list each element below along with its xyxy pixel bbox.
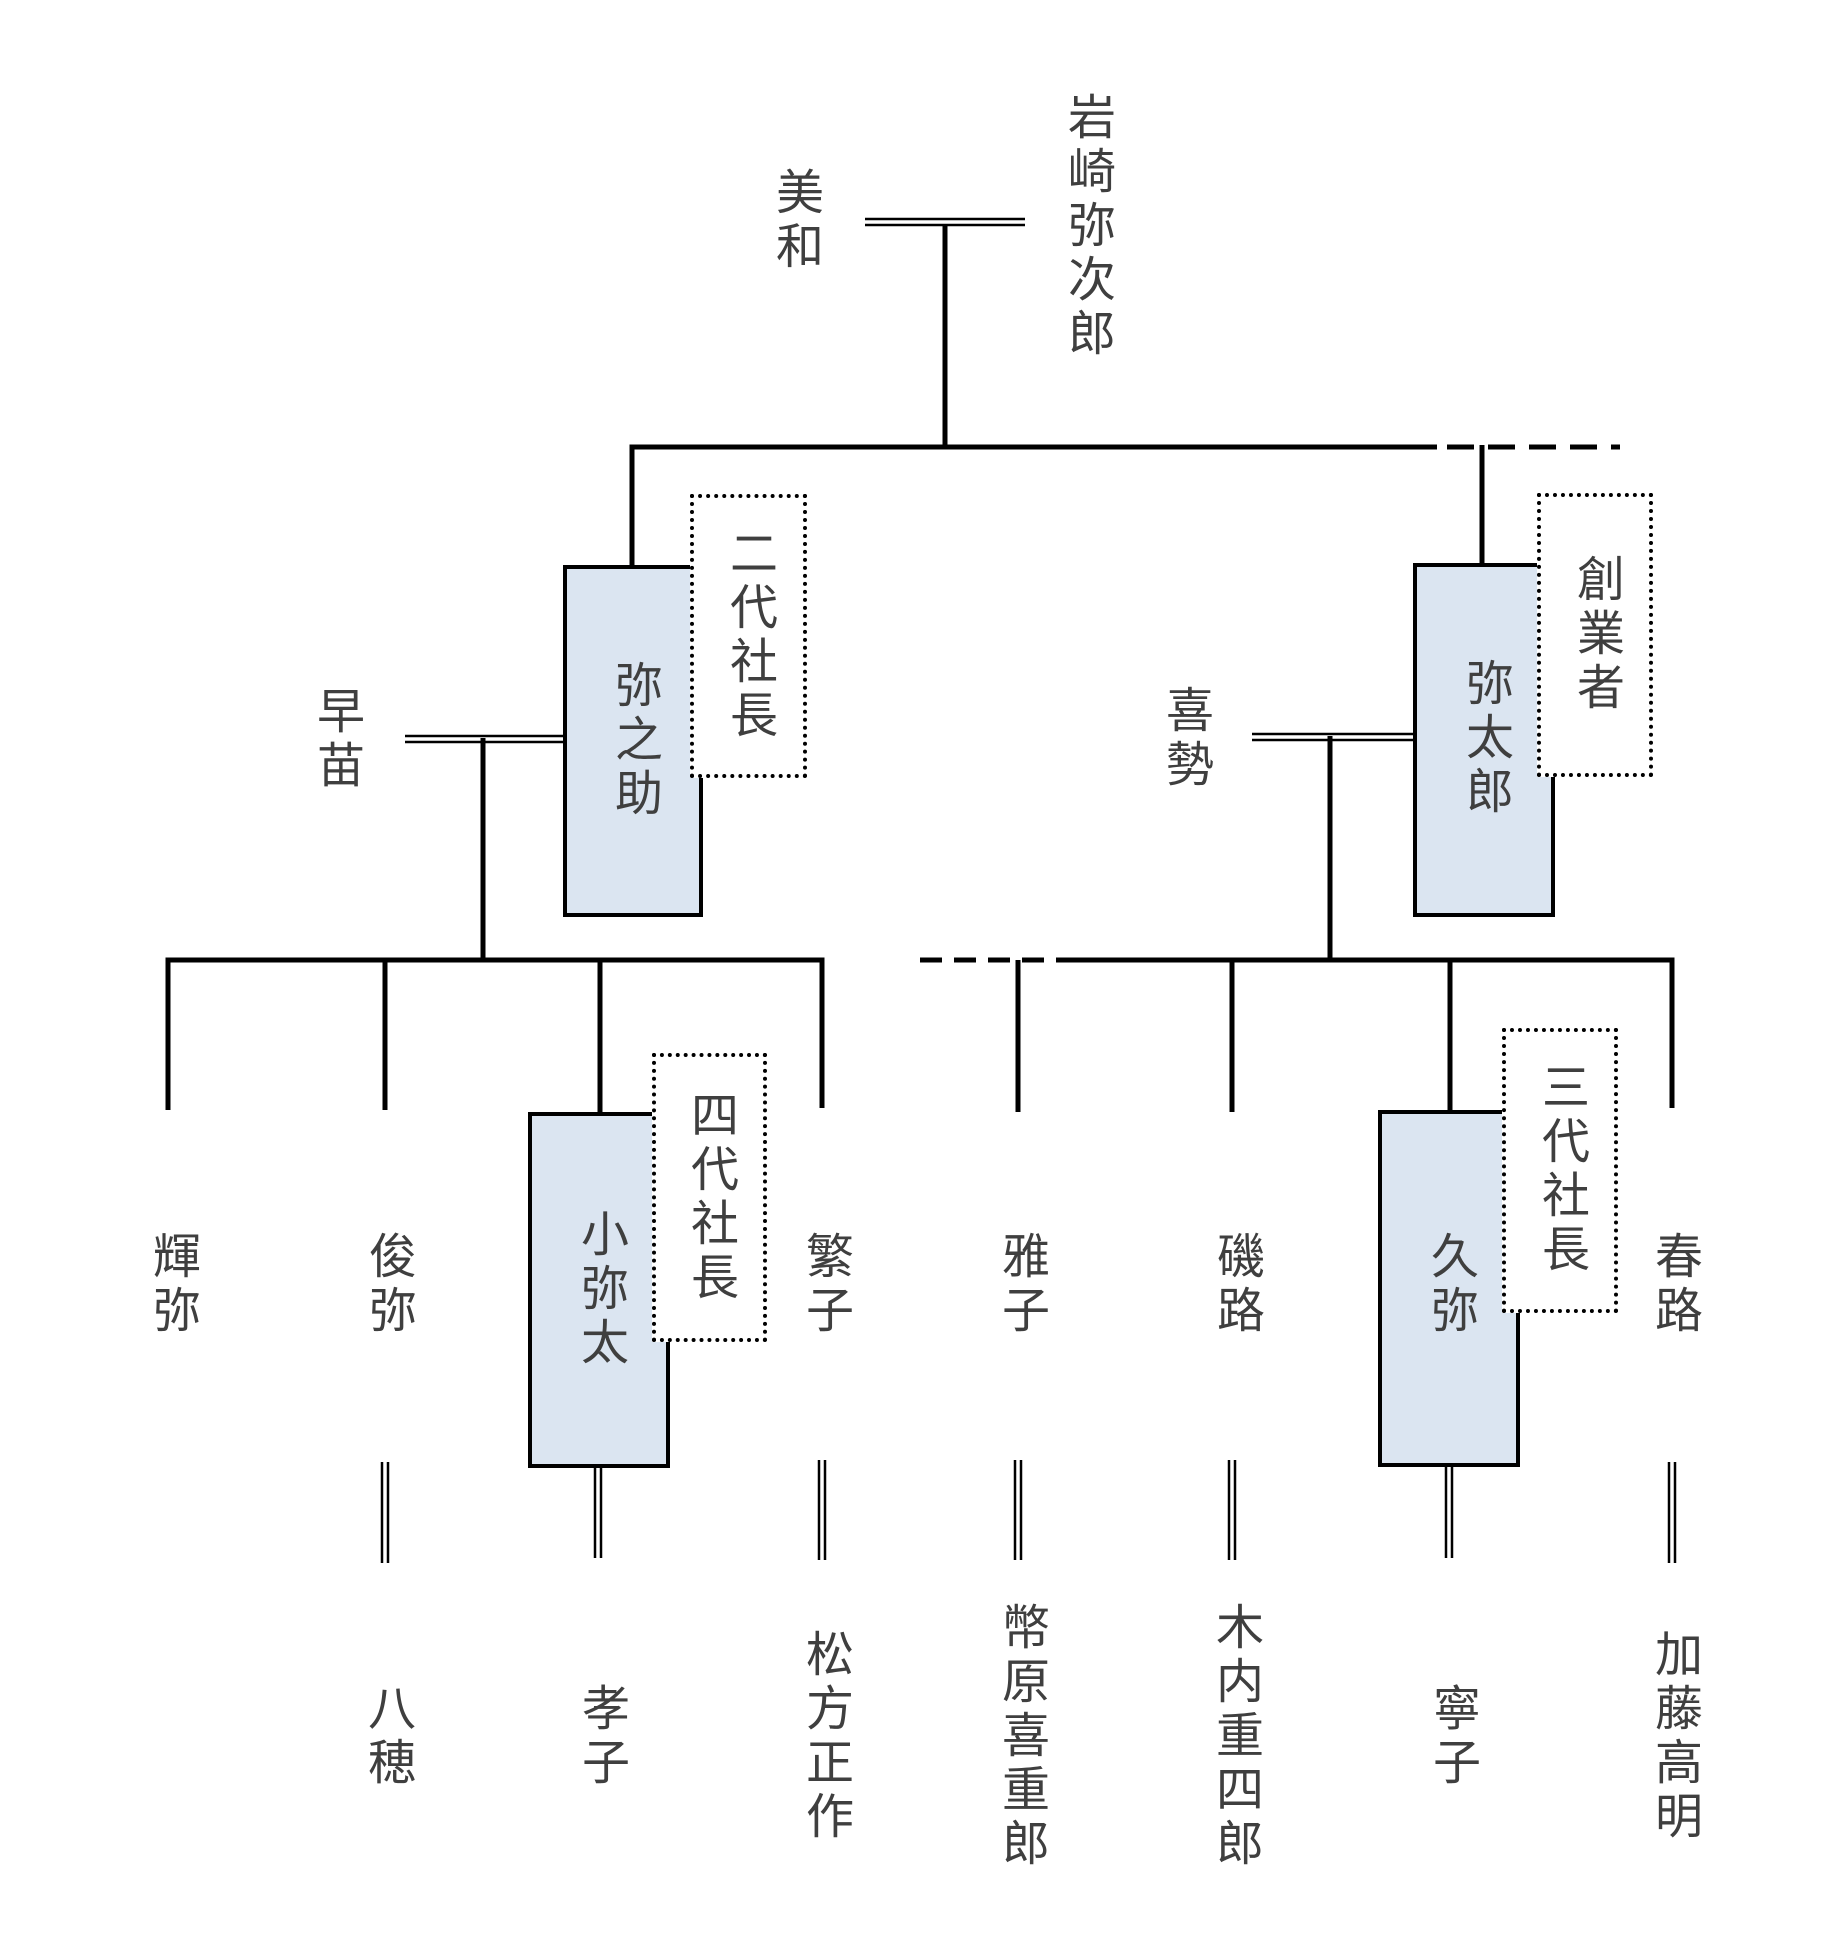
spouse-name-shidehara: 幣原喜重郎	[994, 1602, 1047, 1872]
spouse-name-yaho: 八穂	[360, 1683, 413, 1791]
person-name-kise: 喜勢	[1158, 685, 1211, 793]
marriage-line-masako-shidehara	[1013, 1460, 1023, 1560]
person-name-koyata: 小弥太	[573, 1209, 626, 1371]
person-box-koyata	[528, 1112, 670, 1468]
person-name-shigeko: 繁子	[798, 1231, 851, 1339]
title-box-president2	[690, 494, 807, 778]
spouse-name-yasuko: 寧子	[1425, 1683, 1478, 1791]
title-label-founder: 創業者	[1569, 554, 1622, 716]
person-name-teruya: 輝弥	[145, 1231, 198, 1339]
person-name-yajiro: 岩崎弥次郎	[1060, 92, 1113, 362]
title-label-president4: 四代社長	[683, 1090, 736, 1306]
spouse-name-kiuchi: 木内重四郎	[1208, 1602, 1261, 1872]
person-name-haruji: 春路	[1647, 1231, 1700, 1339]
title-label-president3: 三代社長	[1534, 1062, 1587, 1278]
person-name-isoji: 磯路	[1209, 1231, 1262, 1339]
marriage-line-haruji-kato	[1667, 1462, 1677, 1563]
marriage-line-yataro-kise	[1252, 732, 1415, 742]
person-name-masako: 雅子	[994, 1231, 1047, 1339]
marriage-line-hisaya-yasuko	[1444, 1465, 1454, 1558]
title-label-president2: 二代社長	[722, 528, 775, 744]
person-name-yanosuke: 弥之助	[607, 660, 660, 822]
marriage-line-isoji-kiuchi	[1227, 1460, 1237, 1560]
person-name-miwa: 美和	[768, 167, 821, 275]
title-box-founder	[1537, 493, 1653, 777]
marriage-line-shigeko-matsukata	[817, 1460, 827, 1560]
person-box-yanosuke	[563, 565, 703, 917]
spouse-name-kato: 加藤高明	[1647, 1629, 1700, 1845]
spouse-name-matsukata: 松方正作	[798, 1629, 851, 1845]
marriage-line-yajiro-miwa	[865, 217, 1025, 227]
person-name-yataro: 弥太郎	[1458, 658, 1511, 820]
title-box-president4	[652, 1053, 767, 1342]
spouse-name-takako: 孝子	[574, 1683, 627, 1791]
title-box-president3	[1502, 1028, 1618, 1313]
marriage-line-toshiya-yaho	[380, 1462, 390, 1563]
marriage-line-koyata-takako	[593, 1466, 603, 1558]
person-name-toshiya: 俊弥	[361, 1231, 414, 1339]
person-name-sanae: 早苗	[309, 686, 362, 794]
person-name-hisaya: 久弥	[1423, 1231, 1476, 1339]
